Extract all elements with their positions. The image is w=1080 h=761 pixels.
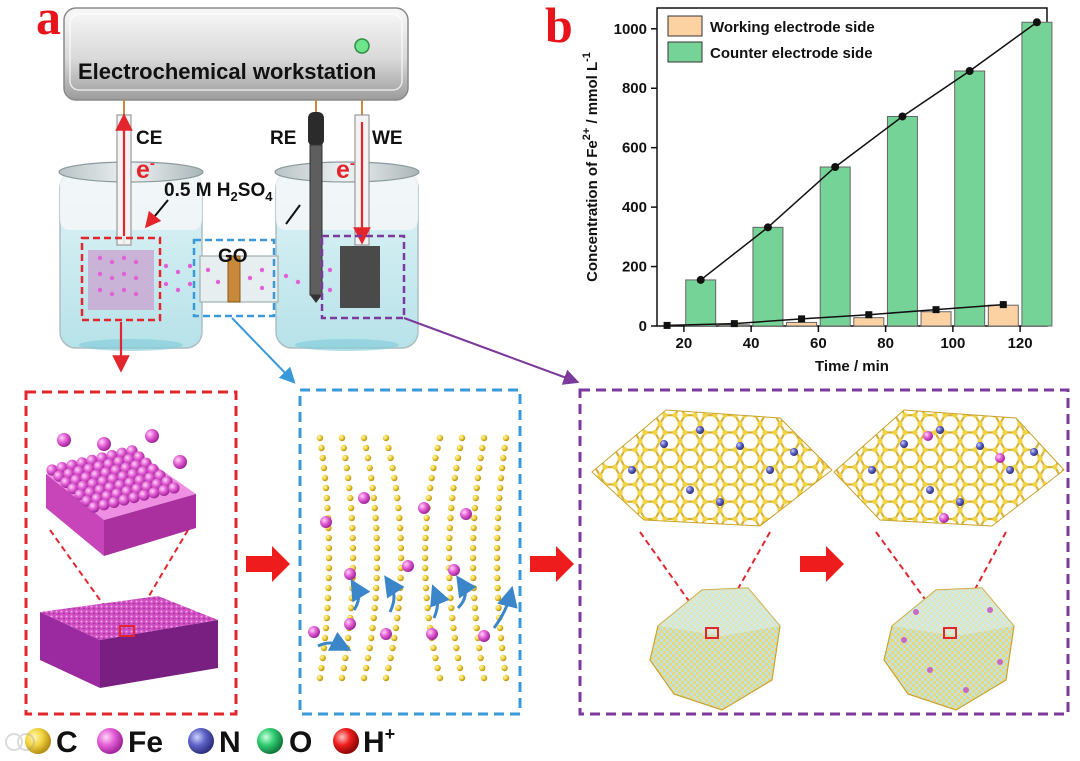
pointer-arrows (144, 199, 301, 229)
go-region-box (192, 238, 276, 318)
point-working (932, 306, 940, 314)
x-tick-label: 40 (743, 335, 760, 352)
point-working (663, 321, 671, 329)
point-working (798, 315, 806, 323)
we-beaker (274, 161, 420, 351)
electrolyte-label: 0.5 M H2SO4 (164, 180, 273, 204)
y-tick-label: 800 (622, 80, 647, 97)
x-tick-label: 80 (877, 335, 894, 352)
x-tick-label: 60 (810, 335, 827, 352)
electrochemical-workstation: Electrochemical workstation (63, 7, 409, 101)
re-label: RE (270, 128, 296, 149)
workstation-label: Electrochemical workstation (78, 59, 376, 84)
fe-n-doped-graphene-sheet (833, 409, 1065, 527)
point-working (865, 311, 873, 319)
point-counter (898, 112, 907, 121)
we-callout-arrow (403, 317, 580, 385)
transfer-arrow-3 (800, 546, 844, 582)
x-tick-label: 20 (676, 335, 693, 352)
we-region-box (320, 234, 406, 320)
svg-text:N: N (219, 726, 241, 759)
watermark (5, 733, 35, 751)
we-label: WE (372, 128, 403, 149)
ce-region-box (80, 236, 162, 322)
go-callout-arrow (231, 317, 296, 384)
fit-line-counter (700, 21, 1038, 281)
legend-swatch-working (667, 15, 703, 37)
fe-ions-released (57, 429, 187, 469)
x-tick-label: 120 (1008, 335, 1033, 352)
y-axis-title: Concentration of Fe2+ / mmol L-1 (581, 52, 601, 282)
legend-item-n: N (188, 726, 241, 759)
x-axis-title: Time / min (815, 358, 889, 375)
chart: 0 200 400 600 800 1000 20 40 60 80 100 120 Working … (581, 7, 1053, 375)
ion-transport-arrows (317, 575, 518, 651)
transfer-arrow-2 (530, 546, 574, 582)
legend-label-counter: Counter electrode side (710, 45, 873, 62)
panel-b-letter: b (545, 0, 573, 53)
go-membrane-tube (199, 255, 279, 303)
legend-item-o: O (257, 726, 312, 759)
n-doped-graphene-sheet (591, 409, 833, 527)
bar-counter (819, 166, 851, 327)
electrode-wires (123, 100, 363, 116)
y-tick-label: 0 (639, 318, 647, 335)
chart-legend: Working electrode side Counter electrode… (667, 15, 875, 63)
fe-crystal-cluster (46, 445, 196, 556)
bar-counter (886, 115, 918, 327)
y-tick-label: 200 (622, 259, 647, 276)
legend-item-h: H+ (333, 724, 395, 759)
legend-label-working: Working electrode side (710, 19, 875, 36)
transfer-arrow-1 (246, 546, 290, 582)
we-electron-label: e- (336, 155, 355, 184)
fe-substrate-block (40, 596, 218, 688)
atom-legend: C Fe N O H+ (25, 724, 395, 759)
legend-item-c: C (25, 726, 78, 759)
electron-flow-arrows (115, 113, 371, 245)
point-counter (763, 223, 772, 232)
y-tick-label: 1000 (614, 21, 647, 38)
zif-detail-box (578, 388, 1070, 716)
panel-a-letter: a (36, 0, 61, 45)
reference-electrode (308, 112, 324, 303)
go-label: GO (218, 246, 248, 267)
bar-working (853, 317, 885, 327)
fit-line-working (667, 303, 1004, 327)
fe-electrode-detail-box (24, 390, 238, 716)
go-h-ions (308, 492, 490, 642)
bar-working (786, 321, 818, 327)
y-tick-label: 400 (622, 199, 647, 216)
point-counter (965, 67, 974, 76)
bar-counter (954, 70, 986, 327)
go-layers (316, 434, 510, 682)
bar-working (920, 311, 952, 327)
x-tick-label: 100 (940, 335, 965, 352)
legend-swatch-counter (667, 41, 703, 63)
legend-item-fe: Fe (97, 726, 163, 759)
point-counter (1032, 18, 1041, 27)
ce-electron-label: e- (136, 155, 155, 184)
point-counter (696, 275, 705, 284)
point-working (999, 301, 1007, 309)
svg-text:e-: e- (336, 155, 355, 184)
svg-text:Fe: Fe (128, 726, 163, 759)
bar-counter (1021, 21, 1053, 327)
bar-working (987, 304, 1019, 327)
svg-text:H+: H+ (363, 724, 395, 759)
svg-text:e-: e- (136, 155, 155, 184)
y-tick-label: 600 (622, 140, 647, 157)
point-working (730, 320, 738, 328)
ce-beaker (58, 161, 204, 351)
svg-text:O: O (289, 726, 312, 759)
ce-label: CE (136, 128, 162, 149)
fe-ion-path (97, 255, 333, 297)
zif-polyhedron (649, 587, 781, 711)
fe-zif-polyhedron (883, 587, 1015, 711)
bar-counter (752, 226, 784, 327)
power-indicator-icon (354, 38, 370, 54)
bar-counter (685, 279, 717, 327)
point-counter (831, 163, 840, 171)
svg-text:C: C (56, 726, 78, 759)
